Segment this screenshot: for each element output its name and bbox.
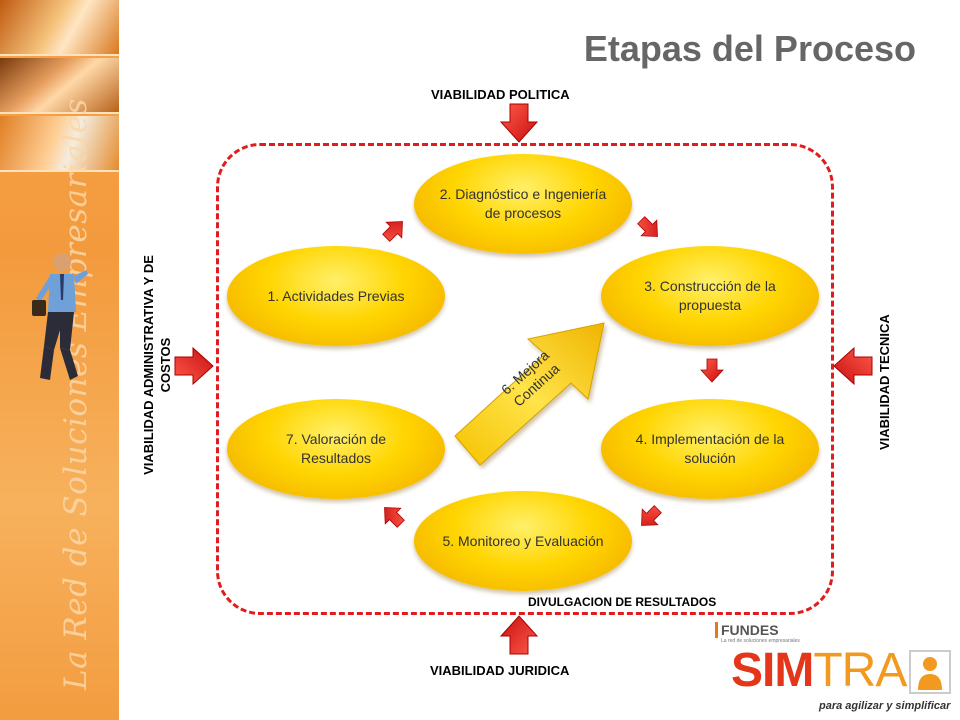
person-icon: [909, 650, 951, 694]
decorative-side-strip: La Red de Soluciones Empresariales: [0, 0, 119, 720]
stage-label: 7. Valoración de Resultados: [285, 431, 387, 466]
arrow-icon: [376, 499, 409, 532]
stage-1-actividades-previas: 1. Actividades Previas: [227, 246, 445, 346]
stage-label: 5. Monitoreo y Evaluación: [442, 532, 604, 549]
label-viabilidad-juridica: VIABILIDAD JURIDICA: [430, 663, 570, 678]
page-title: Etapas del Proceso: [583, 28, 916, 69]
arrow-icon: [700, 358, 724, 383]
arrow-icon: [378, 213, 411, 246]
simtra-part-1: SIM: [731, 644, 814, 697]
stage-label: 1. Actividades Previas: [267, 287, 405, 304]
label-viabilidad-politica: VIABILIDAD POLITICA: [431, 87, 570, 102]
stage-label: 2. Diagnóstico e Ingeniería de procesos: [439, 186, 607, 221]
stage-7-valoracion: 7. Valoración de Resultados: [227, 399, 445, 499]
arrow-right-icon: [174, 347, 214, 385]
arrow-icon: [633, 501, 666, 534]
face-photo: [0, 0, 119, 56]
simtra-wordmark: SIMTRA: [731, 644, 907, 697]
arrow-left-icon: [833, 347, 873, 385]
stage-label: 4. Implementación de la solución: [635, 431, 785, 466]
mejora-continua-arrow: [454, 322, 605, 466]
fundes-logo: FUNDES: [715, 622, 779, 638]
handshake-photo: [0, 116, 119, 172]
stage-4-implementacion: 4. Implementación de la solución: [601, 399, 819, 499]
stage-2-diagnostico: 2. Diagnóstico e Ingeniería de procesos: [414, 154, 632, 254]
stage-label: 3. Construcción de la propuesta: [644, 278, 776, 313]
logo-tagline: para agilizar y simplificar: [819, 700, 951, 712]
face-photo: [0, 58, 119, 114]
fundes-subtitle: La red de soluciones empresariales: [721, 638, 800, 644]
label-divulgacion-resultados: DIVULGACION DE RESULTADOS: [528, 595, 717, 609]
running-businessman-icon: [32, 253, 88, 380]
arrow-up-icon: [500, 615, 538, 655]
stage-3-construccion: 3. Construcción de la propuesta: [601, 246, 819, 346]
arrow-icon: [633, 212, 666, 245]
process-boundary: [216, 143, 834, 615]
simtra-logo: FUNDES La red de soluciones empresariale…: [715, 622, 955, 718]
arrow-down-icon: [500, 103, 538, 143]
stage-5-monitoreo: 5. Monitoreo y Evaluación: [414, 491, 632, 591]
simtra-part-2: TRA: [813, 644, 907, 697]
